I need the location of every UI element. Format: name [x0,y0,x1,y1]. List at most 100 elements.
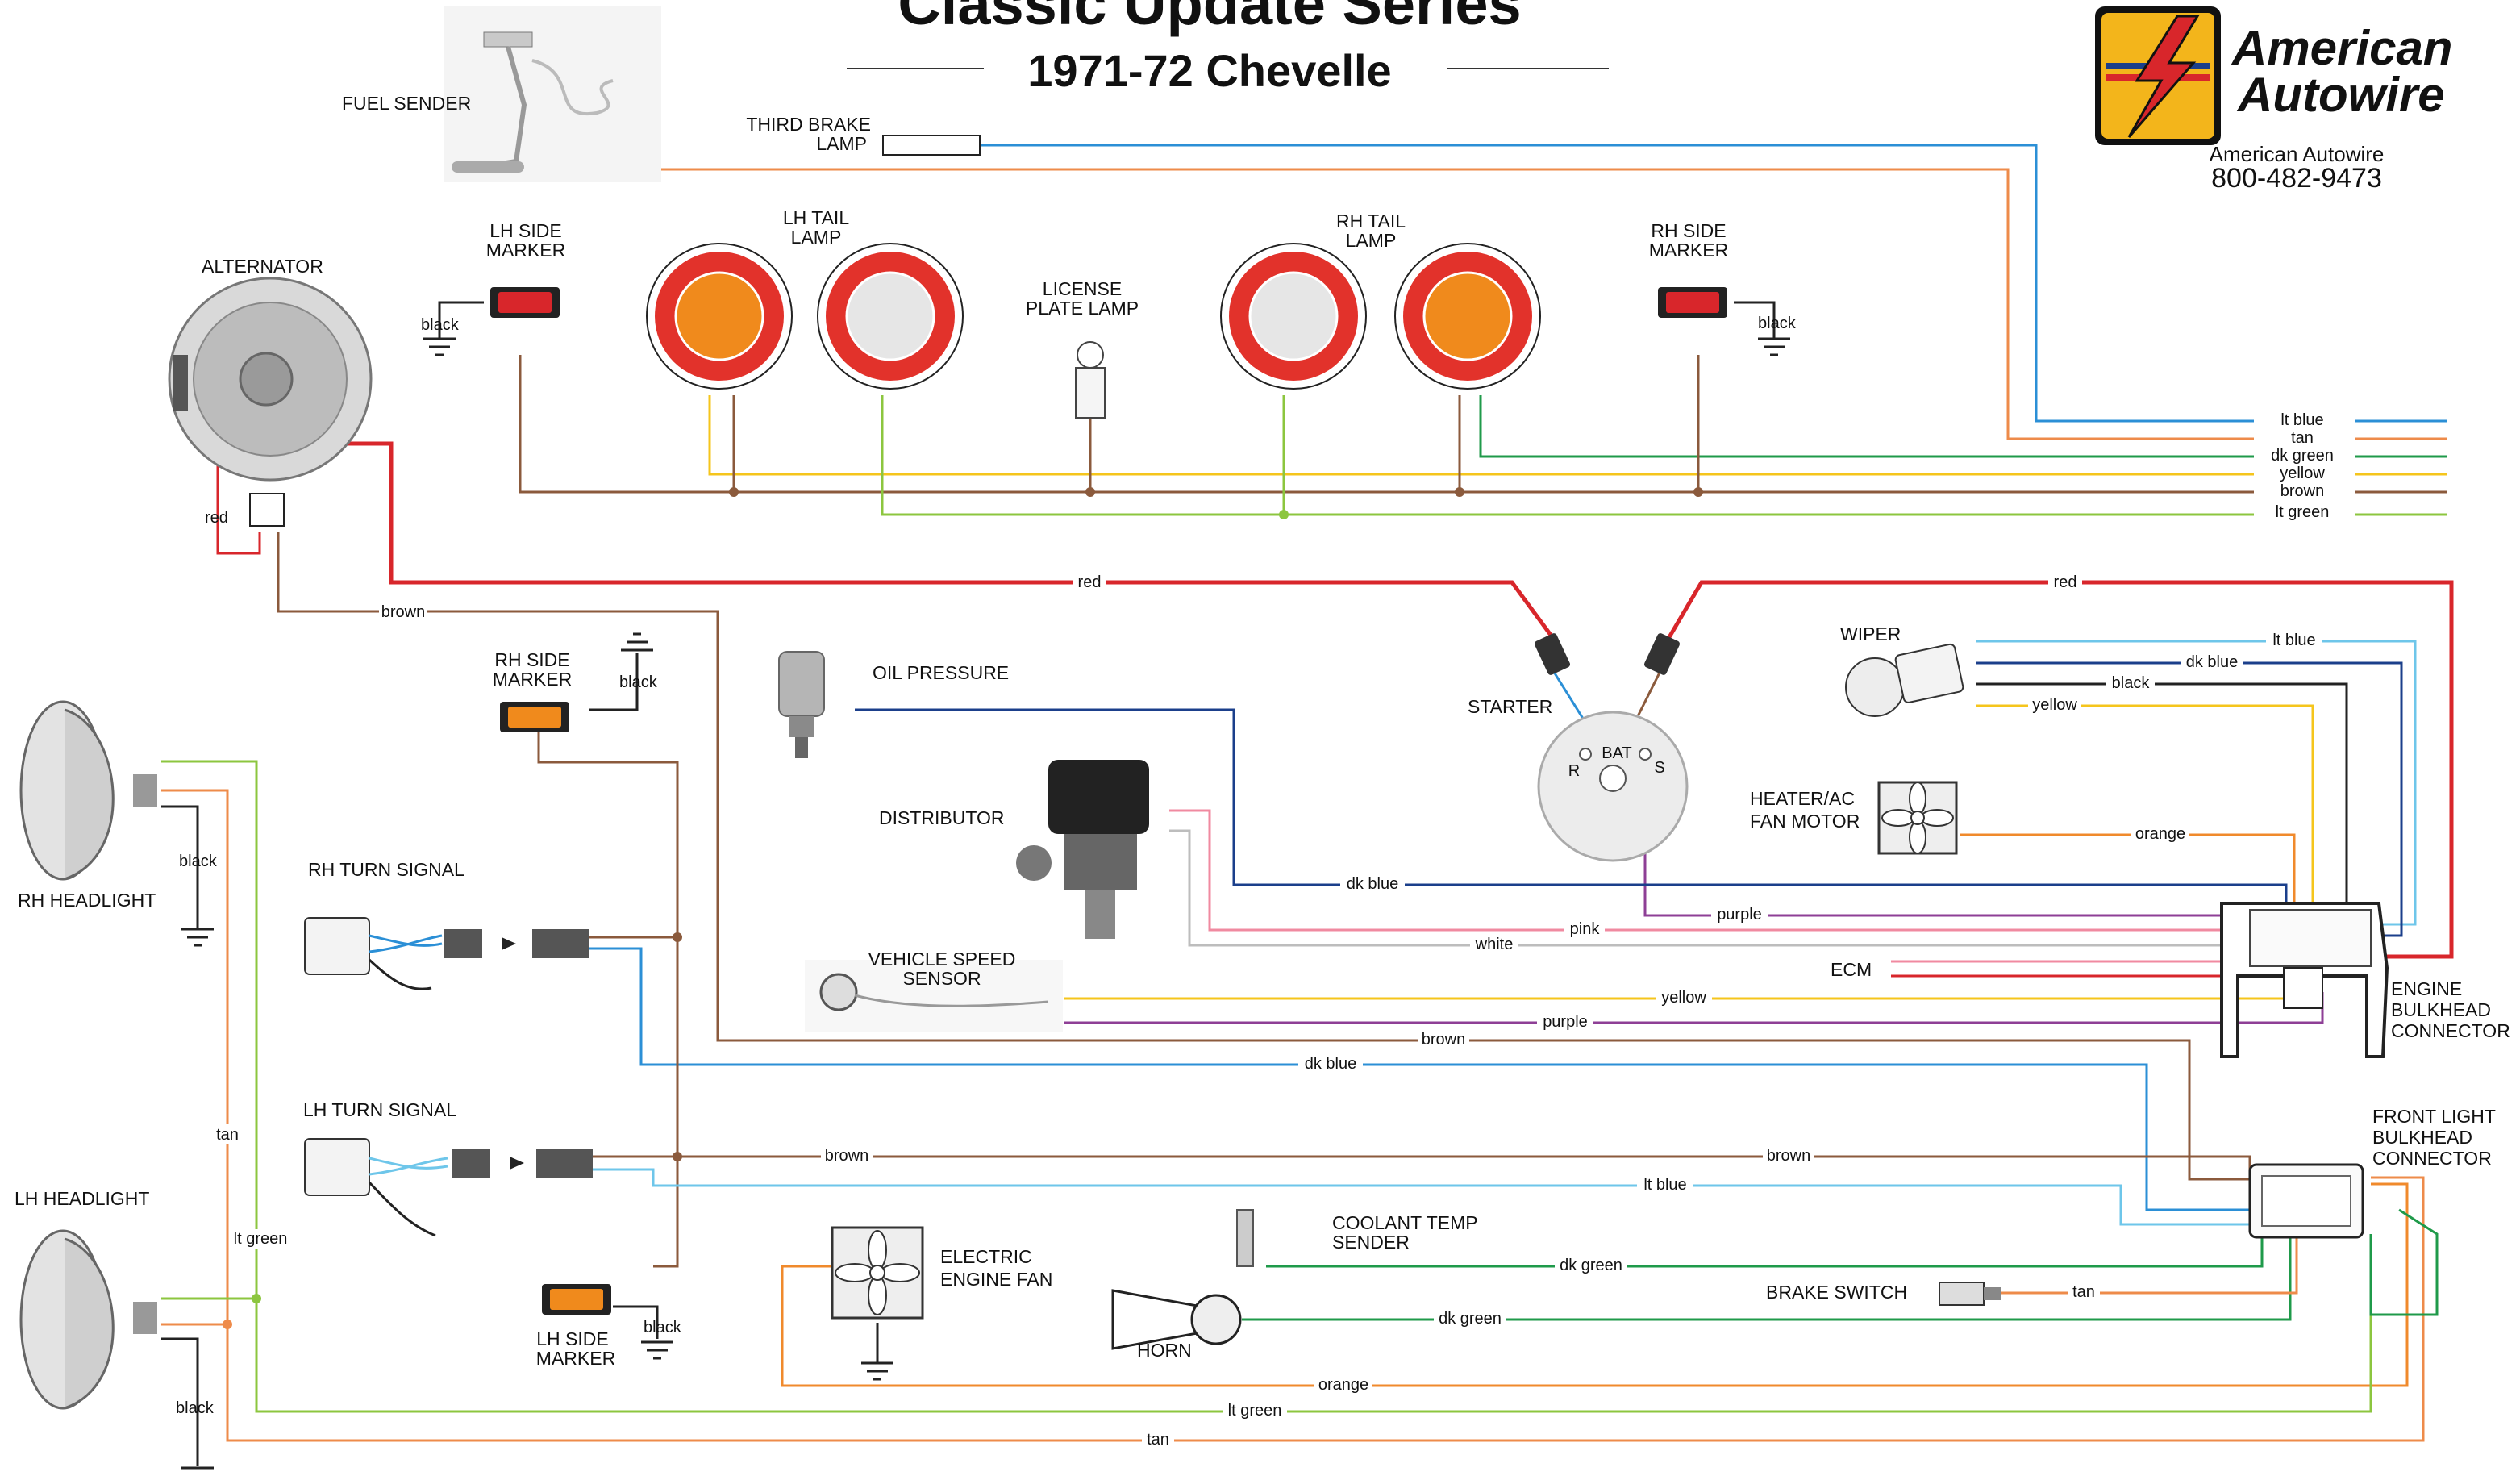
wire-black-lh-side-front [613,1305,659,1339]
starter-red-boot-left [1535,633,1570,675]
third-brake-lamp-body [882,135,981,156]
rh-headlight-bowl [64,708,115,881]
distributor-cap [1048,760,1149,834]
wires [161,49,2454,1466]
rh-backup-lamp-lens [1248,271,1339,361]
license-plate-lamp-label-1: LICENSE [1043,278,1122,299]
junction-dot [1085,487,1095,497]
engine-bulkhead-connector: ENGINE BULKHEAD CONNECTOR [2220,902,2510,1058]
coolant-temp-sender: COOLANT TEMP SENDER [1236,1209,1478,1267]
rh-side-marker-rear-label-2: MARKER [1649,240,1728,261]
front-bulkhead-pins [2261,1175,2351,1227]
oil-pressure-sender: OIL PRESSURE [778,651,1009,758]
lh-headlight-label: LH HEADLIGHT [15,1188,149,1209]
lh-backup-lamp-lens [845,271,935,361]
distributor-shaft [1085,890,1115,939]
junction-dot [729,487,739,497]
rh-side-marker-front-amber [508,707,561,728]
starter-bat-label: BAT [1602,744,1631,762]
wire-green-front-right [2369,1208,2439,1316]
brand-logo: American Autowire American Autowire 800-… [2095,6,2452,194]
ground-icon [423,337,456,356]
wiper-label: WIPER [1840,623,1901,644]
wire-label-brown-lh-turn: brown [825,1147,868,1165]
wire-dk-green-horn [1242,1234,2292,1321]
third-brake-lamp-label-1: THIRD BRAKE [746,114,871,135]
heater-ac-fan-motor: HEATER/AC FAN MOTOR [1750,781,1958,855]
brake-switch-label: BRAKE SWITCH [1766,1282,1907,1303]
wire-label-lt-blue-front: lt blue [1643,1176,1686,1194]
wire-tan-brake [2000,1234,2298,1295]
oil-pressure-thread [795,737,808,758]
fuel-sender: FUEL SENDER [342,6,661,182]
heater-fan-label-1: HEATER/AC [1750,788,1855,809]
rh-tail-lamp-label-2: LAMP [1346,230,1397,251]
rh-tail-lamp-label-1: RH TAIL [1336,211,1406,231]
rh-turn-signal-label: RH TURN SIGNAL [308,859,464,880]
wire-orange-fan-front [781,1182,2409,1387]
wire-label-red-left: red [1078,573,1102,591]
wire-black-rh-headlight [161,805,199,928]
rh-headlight-terminals [133,774,157,807]
wire-tan-headlights [161,789,2425,1442]
ground-icon [861,1361,893,1381]
rh-tail-lamp: RH TAIL LAMP [1220,211,1541,390]
junction-dot [1455,487,1464,497]
wire-yellow-tail [708,395,2254,476]
starter-terminal-r [1579,748,1592,761]
coolant-sender-label-2: SENDER [1332,1232,1410,1253]
front-bulkhead-label-2: BULKHEAD [2372,1127,2472,1148]
vss-leads [854,994,1049,1007]
lh-tail-lamp-label-1: LH TAIL [783,207,849,228]
lh-side-marker-front-label-2: MARKER [536,1348,615,1369]
junction-dot [673,932,682,942]
distributor: DISTRIBUTOR [879,760,1149,939]
lh-side-marker-rear-label-2: MARKER [486,240,565,261]
lh-tail-lamp-label-2: LAMP [791,227,842,248]
wire-brown-turn-trunk [589,936,679,1268]
lh-side-marker-rear: LH SIDE MARKER black [421,220,565,356]
rh-side-marker-rear-red [1666,292,1719,313]
legend-lt-blue: lt blue [2280,411,2323,429]
lh-headlight-terminals [133,1302,157,1334]
legend-brown: brown [2280,482,2324,500]
lh-tail-lamp: LH TAIL LAMP [646,207,964,390]
electric-fan-label-2: ENGINE FAN [940,1269,1052,1290]
wire-lt-blue-lh-turn [593,1168,2250,1226]
starter: STARTER BAT R S [1468,633,1689,862]
junction-dot [223,1320,232,1329]
rear-harness-legend: lt blue tan dk green yellow brown lt gre… [2271,411,2447,521]
lh-side-marker-front-black-label: black [644,1319,682,1336]
junction-dot [1279,510,1289,519]
vss-body [819,973,858,1011]
wire-labels: red red brown lt blue dk blue black yell… [211,571,2322,1449]
wire-orange-fan [1960,833,2296,911]
ground-icon [1758,337,1790,356]
brake-switch-body [1939,1282,1985,1306]
front-light-bulkhead-connector: FRONT LIGHT BULKHEAD CONNECTOR [2248,1106,2496,1239]
wire-white-dist [1169,829,2250,947]
lh-side-marker-front-label-1: LH SIDE [536,1328,608,1349]
wire-label-dk-blue-turn: dk blue [1305,1055,1357,1073]
wire-label-tan-bottom: tan [1147,1431,1169,1449]
wire-label-yellow-vss: yellow [1661,989,1706,1007]
wire-label-purple-vss: purple [1543,1013,1588,1031]
wire-label-dk-blue-oil: dk blue [1347,875,1399,893]
wire-label-tan-vertical: tan [216,1126,239,1144]
coolant-sender-label-1: COOLANT TEMP [1332,1212,1478,1233]
lh-side-marker-rear-label-1: LH SIDE [489,220,561,241]
alternator: ALTERNATOR red [168,256,373,527]
lh-side-marker-rear-red [498,292,552,313]
wire-label-brown-front: brown [1767,1147,1810,1165]
wire-lt-green-headlights [161,760,2372,1413]
lh-turn-signal: LH TURN SIGNAL [303,1099,593,1237]
brake-switch-plunger [1984,1287,2001,1300]
alternator-label: ALTERNATOR [202,256,323,277]
starter-red-boot-right [1644,633,1680,675]
fuel-sender-flange [483,31,533,48]
arrow-right-icon [502,937,516,950]
wire-label-brown-alt: brown [381,603,425,621]
rh-side-marker-front-label-2: MARKER [493,669,572,690]
rh-side-marker-rear-black-label: black [1758,315,1797,332]
